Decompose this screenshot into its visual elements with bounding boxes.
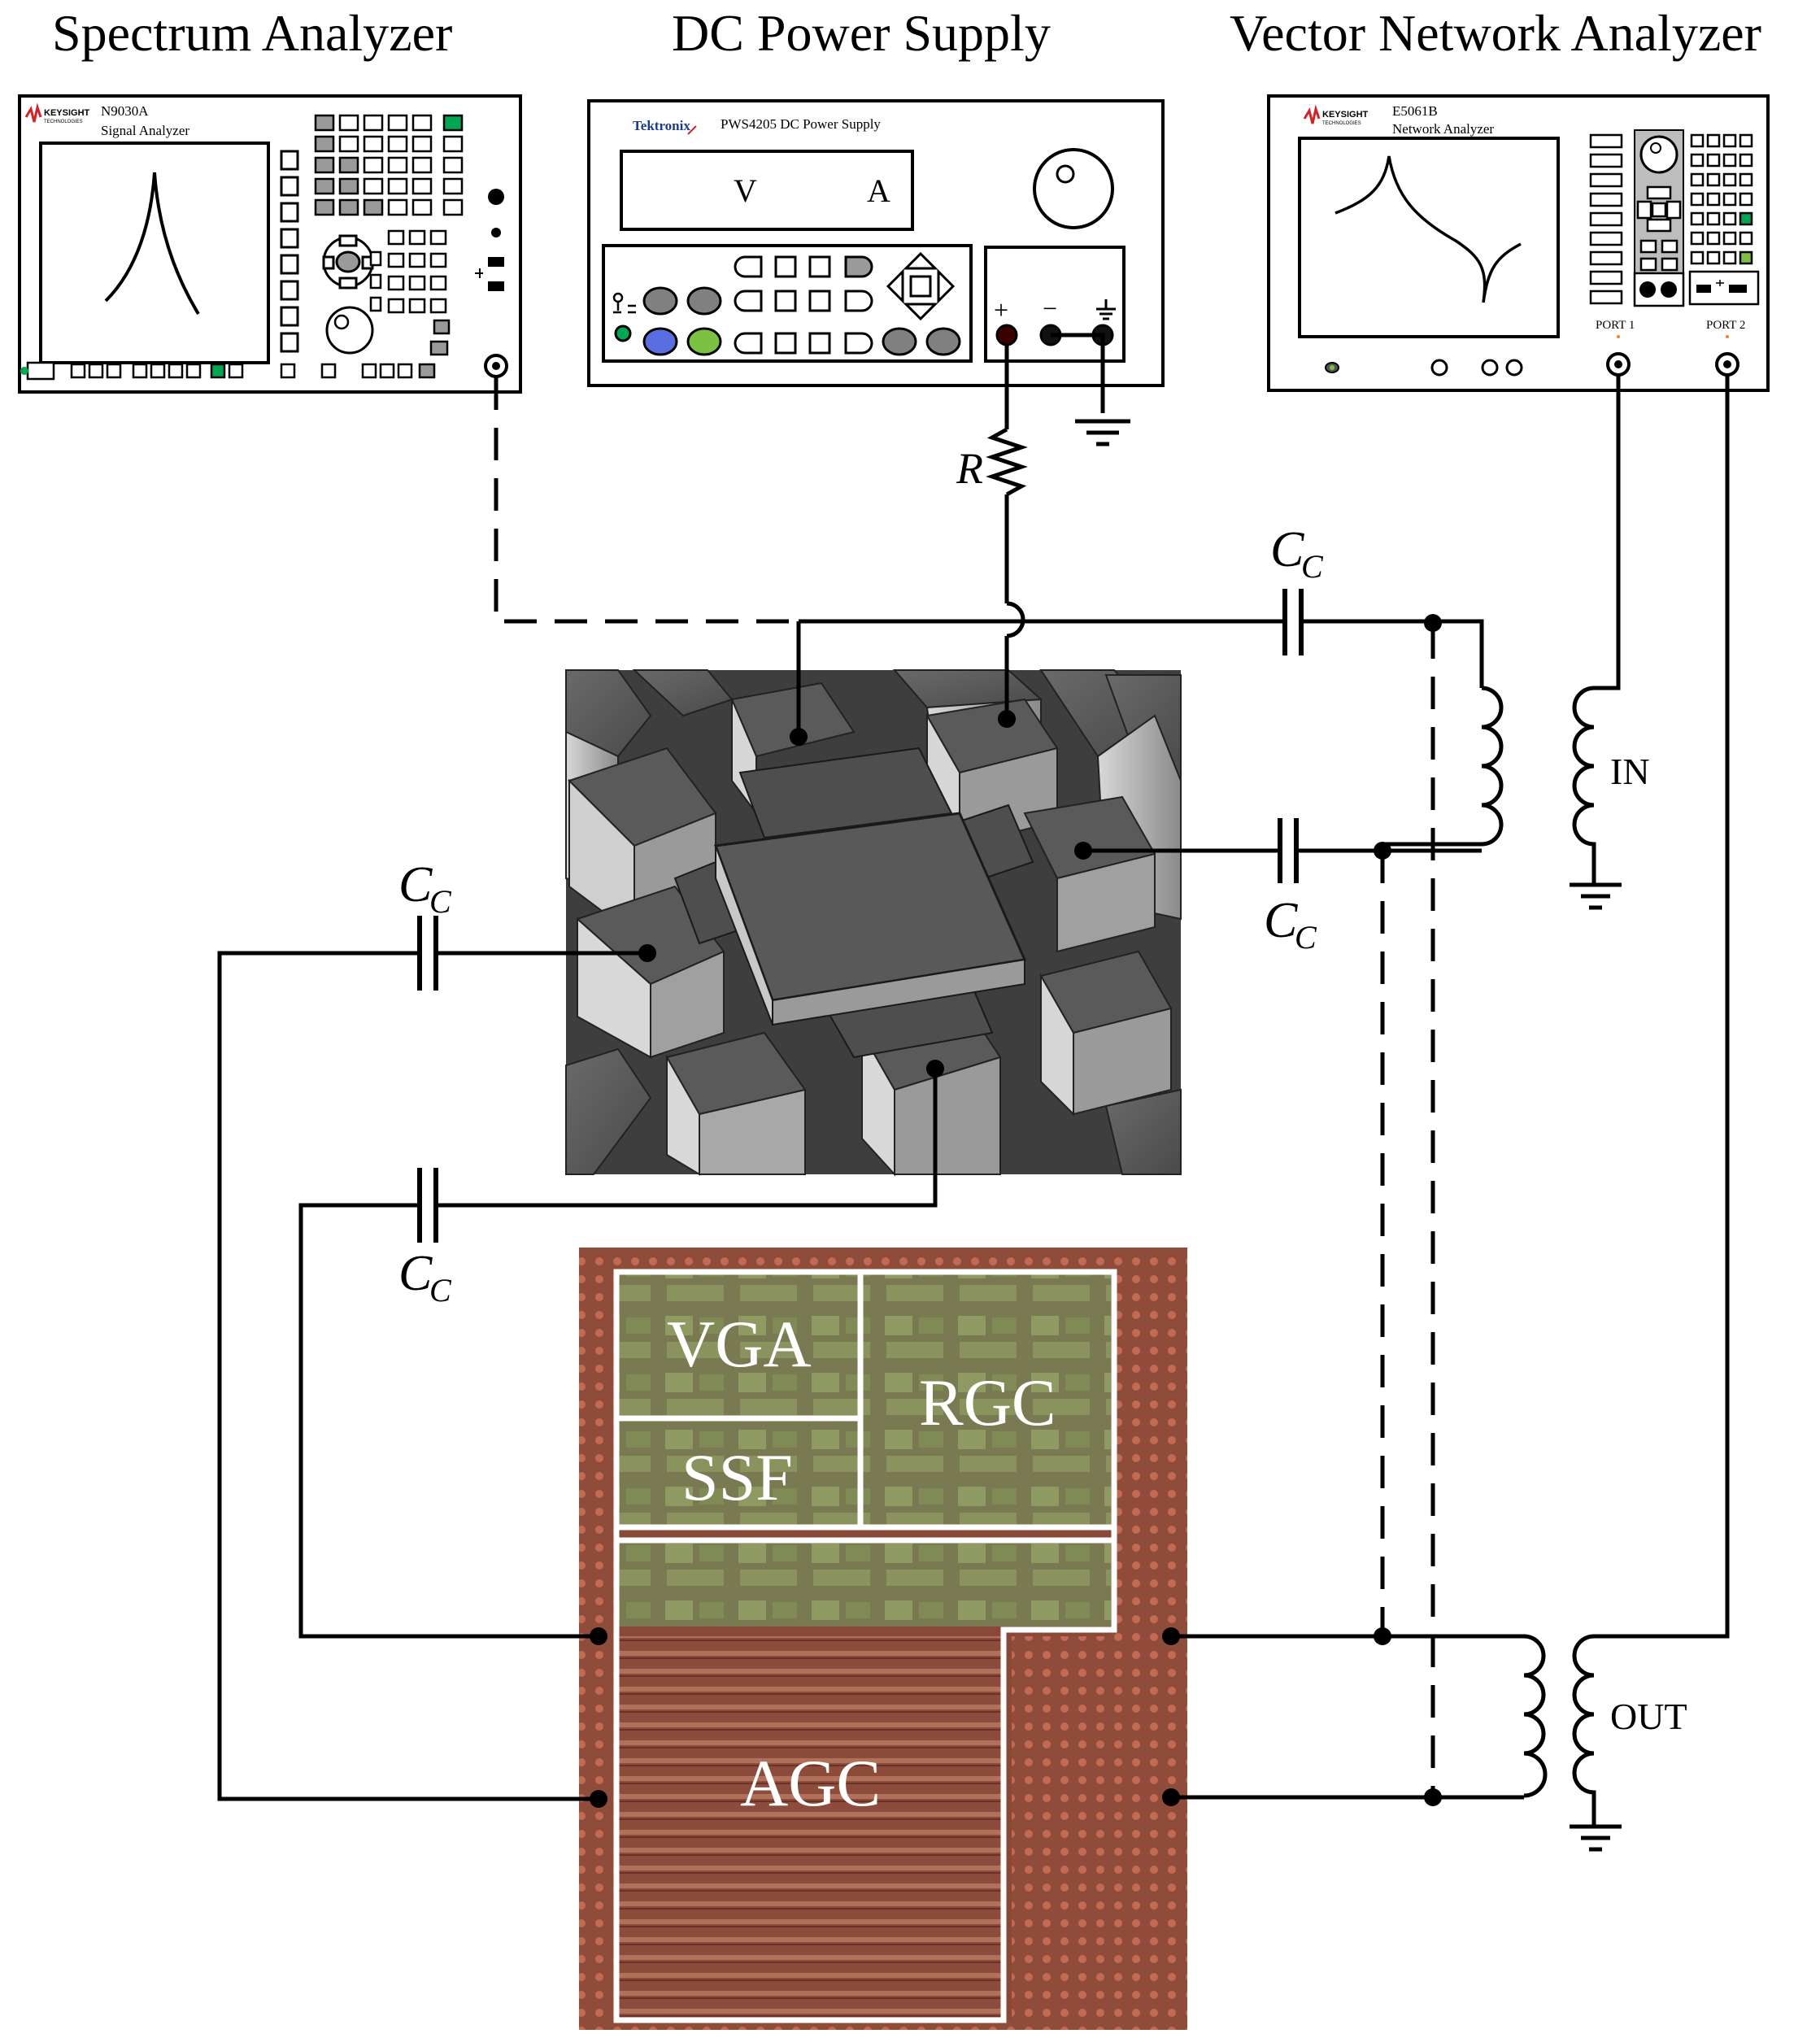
spectrum-keypad	[314, 114, 464, 216]
vna-nav-pad	[1636, 185, 1682, 272]
cmos-chip-image: VGA RGC SSF AGC	[579, 1248, 1187, 2030]
junction-dots	[590, 614, 1442, 1808]
spectrum-trace	[104, 172, 200, 316]
dc-supply-model: PWS4205 DC Power Supply	[721, 116, 881, 132]
spectrum-numpad	[369, 229, 451, 335]
spectrum-knob	[325, 306, 374, 355]
resistor-label: R	[956, 444, 983, 493]
ground-icon	[1096, 299, 1116, 320]
spectrum-nav-pad	[322, 234, 374, 290]
vna-bottom-port-a	[1430, 359, 1448, 377]
svg-text:C: C	[1301, 548, 1324, 585]
keysight-logo: KEYSIGHT TECHNOLOGIES	[24, 102, 90, 124]
svg-text:C: C	[1264, 893, 1298, 948]
cc-label-left-bottom: C C	[398, 1246, 452, 1309]
spectrum-probe-wire	[494, 377, 799, 624]
svg-text:C: C	[1295, 919, 1317, 956]
vna-bottom-port-b	[1481, 359, 1499, 377]
dc-supply-keys	[614, 255, 961, 356]
spectrum-power-led	[20, 367, 28, 375]
chip-block-outlines	[613, 1269, 1117, 2023]
vna-screen	[1298, 137, 1560, 338]
wiring	[217, 333, 1730, 1852]
keysight-logo-vna: KEYSIGHT TECHNOLOGIES	[1303, 104, 1369, 126]
dc-power-supply-title: DC Power Supply	[672, 4, 1051, 62]
vna-usb-icon	[1696, 280, 1747, 293]
cc-label-right: C C	[1264, 893, 1317, 956]
vna-model: E5061B	[1392, 103, 1438, 119]
vna-trace	[1335, 155, 1522, 303]
dc-supply-user-icon	[612, 292, 636, 314]
spectrum-brand-sub: TECHNOLOGIES	[44, 120, 83, 124]
cc-label-left-top: C C	[398, 857, 452, 920]
spectrum-bottom-keys	[26, 340, 449, 381]
svg-text:C: C	[429, 883, 452, 920]
vna-right-keys	[1690, 133, 1753, 265]
spectrum-name: Signal Analyzer	[101, 123, 189, 138]
port2-label: PORT 2	[1706, 319, 1745, 332]
port1-label: PORT 1	[1596, 319, 1635, 332]
spectrum-side-dot-2	[491, 228, 501, 237]
dc-supply-display	[620, 150, 914, 231]
vector-network-analyzer: KEYSIGHT TECHNOLOGIES E5061B Network Ana…	[1267, 94, 1770, 392]
ssf-block-label: SSF	[681, 1440, 793, 1514]
svg-text:C: C	[1270, 522, 1304, 577]
vna-brand: KEYSIGHT	[1322, 110, 1369, 120]
vna-softkeys	[1589, 133, 1623, 305]
tektronix-logo: Tektronix	[633, 118, 690, 133]
svg-text:C: C	[398, 857, 433, 912]
svg-text:C: C	[429, 1272, 452, 1309]
dc-supply-arrow-pad	[886, 251, 956, 321]
vna-knob[interactable]	[1639, 135, 1678, 174]
plus-terminal[interactable]	[995, 324, 1018, 346]
balun-in-label: IN	[1610, 751, 1650, 792]
usb-icon	[475, 257, 504, 291]
spectrum-model: N9030A	[101, 103, 149, 119]
balun-out-label: OUT	[1610, 1696, 1687, 1737]
vna-name: Network Analyzer	[1392, 121, 1494, 137]
vector-network-analyzer-title: Vector Network Analyzer	[1230, 4, 1761, 62]
svg-text:C: C	[398, 1246, 433, 1301]
rgc-block-label: RGC	[919, 1365, 1056, 1439]
spectrum-side-dot-1	[488, 189, 504, 205]
minus-label: −	[1043, 294, 1057, 323]
mems-sem-image	[565, 669, 1182, 1177]
volt-label: V	[734, 172, 757, 209]
spectrum-softkeys	[280, 150, 299, 353]
dc-supply-knob[interactable]	[1033, 148, 1114, 229]
plus-label: +	[994, 295, 1008, 324]
cc-label-top: C C	[1270, 522, 1324, 585]
amp-label: A	[867, 172, 890, 209]
vna-brand-sub: TECHNOLOGIES	[1322, 121, 1361, 126]
dc-power-supply: Tektronix PWS4205 DC Power Supply V A	[587, 99, 1165, 387]
vga-block-label: VGA	[667, 1307, 812, 1381]
spectrum-analyzer: KEYSIGHT TECHNOLOGIES N9030A Signal Anal…	[18, 94, 522, 394]
vna-bottom-port-c	[1505, 359, 1523, 377]
spectrum-brand: KEYSIGHT	[44, 108, 90, 118]
spectrum-analyzer-title: Spectrum Analyzer	[52, 4, 452, 62]
agc-block-label: AGC	[740, 1746, 881, 1820]
